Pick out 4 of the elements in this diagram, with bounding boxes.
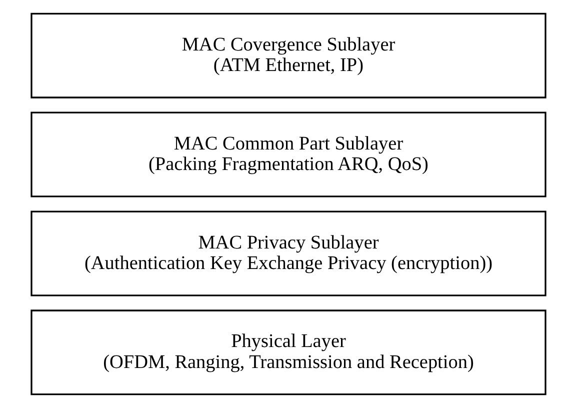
node-box: MAC Privacy Sublayer (Authentication Key Exchange Privacy (encryption))	[30, 210, 546, 296]
node-box: MAC Covergence Sublayer (ATM Ethernet, IP)	[30, 12, 546, 98]
node-box: MAC Common Part Sublayer (Packing Fragmentation ARQ, QoS)	[30, 112, 546, 198]
node-box: Physical Layer (OFDM, Ranging, Transmission and Reception)	[30, 310, 546, 396]
